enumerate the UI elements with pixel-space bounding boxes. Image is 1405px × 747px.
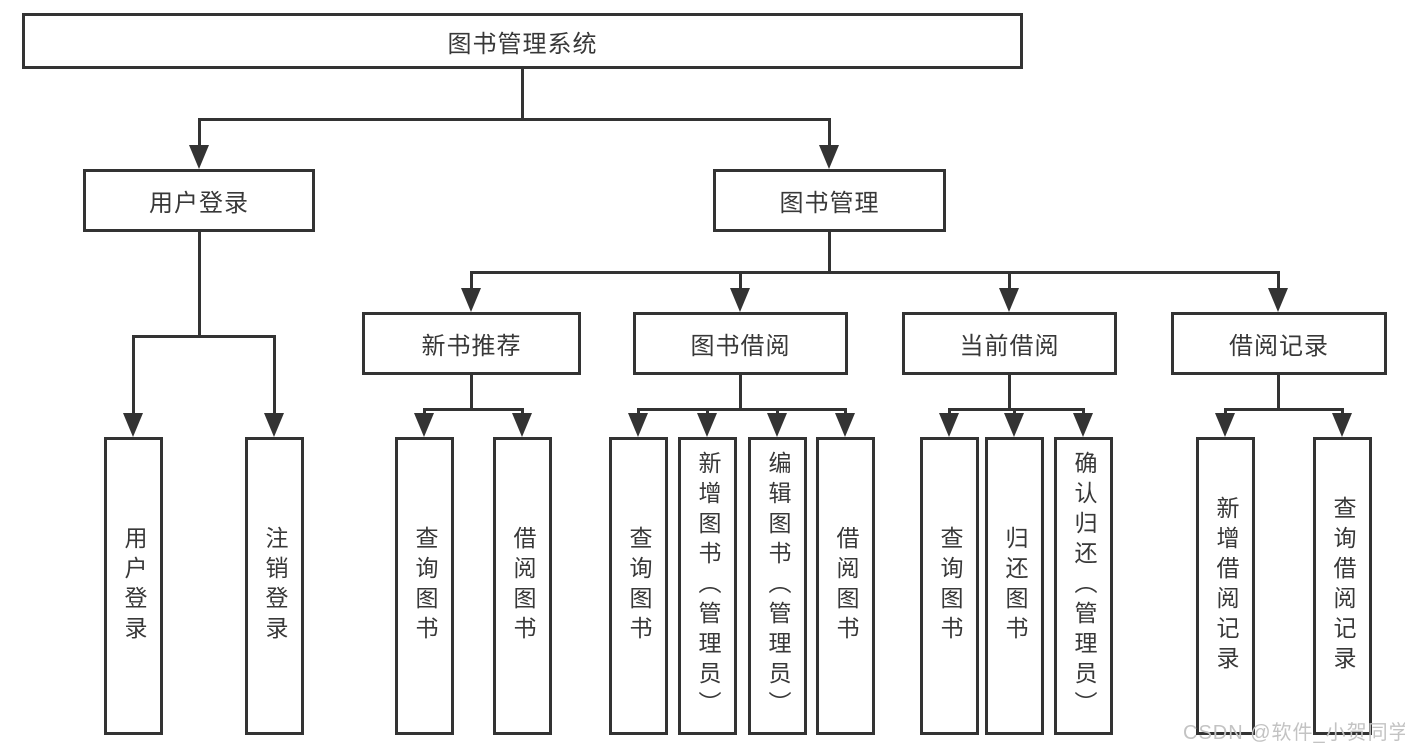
arrowhead-icon — [414, 413, 434, 437]
leaf-user-login: 用户登录 — [104, 437, 163, 735]
arrowhead-icon — [1215, 413, 1235, 437]
edge-drop — [739, 271, 742, 291]
arrowhead-icon — [835, 413, 855, 437]
leaf-return-books: 归还图书 — [985, 437, 1044, 735]
edge-drop — [1277, 271, 1280, 291]
arrowhead-icon — [1268, 288, 1288, 312]
leaf-logout: 注销登录 — [245, 437, 304, 735]
leaf-borrow-books-recommend: 借阅图书 — [493, 437, 552, 735]
node-label: 借阅图书 — [833, 526, 859, 646]
edge-drop — [637, 408, 640, 416]
leaf-confirm-return-admin: 确认归还（管理员） — [1054, 437, 1113, 735]
edge-drop — [844, 408, 847, 416]
arrowhead-icon — [189, 145, 209, 169]
edge-stem — [198, 232, 201, 335]
node-user-login: 用户登录 — [83, 169, 315, 232]
node-label: 查询图书 — [412, 526, 438, 646]
edge-root-bar — [198, 118, 831, 121]
node-label: 当前借阅 — [959, 333, 1060, 360]
leaf-borrow-books: 借阅图书 — [816, 437, 875, 735]
node-label: 借阅图书 — [510, 526, 536, 646]
edge-drop — [1224, 408, 1227, 416]
arrowhead-icon — [730, 288, 750, 312]
edge-stem — [1008, 375, 1011, 408]
edge-drop — [1013, 408, 1016, 416]
node-book-management: 图书管理 — [713, 169, 946, 232]
arrowhead-icon — [1073, 413, 1093, 437]
node-label: 新增图书（管理员） — [695, 451, 721, 721]
node-label: 查询图书 — [626, 526, 652, 646]
node-label: 图书管理 — [779, 190, 880, 217]
arrowhead-icon — [1332, 413, 1352, 437]
edge-bar — [1224, 408, 1344, 411]
node-label: 新增借阅记录 — [1213, 496, 1239, 676]
node-label: 图书管理系统 — [447, 30, 598, 58]
edge-drop — [132, 335, 135, 415]
edge-drop — [423, 408, 426, 416]
node-library-management-system: 图书管理系统 — [22, 13, 1023, 69]
leaf-search-books-current: 查询图书 — [920, 437, 979, 735]
leaf-add-borrow-record: 新增借阅记录 — [1196, 437, 1255, 735]
arrowhead-icon — [939, 413, 959, 437]
node-borrowing-records: 借阅记录 — [1171, 312, 1387, 375]
edge-drop — [1082, 408, 1085, 416]
edge-stem — [470, 375, 473, 408]
node-label: 确认归还（管理员） — [1071, 451, 1097, 721]
edge-bar — [470, 271, 1280, 274]
node-label: 用户登录 — [149, 190, 249, 217]
leaf-search-books-recommend: 查询图书 — [395, 437, 454, 735]
node-current-borrowing: 当前借阅 — [902, 312, 1117, 375]
arrowhead-icon — [999, 288, 1019, 312]
arrowhead-icon — [628, 413, 648, 437]
node-label: 新书推荐 — [421, 333, 522, 360]
edge-root-stem — [521, 69, 524, 119]
node-new-book-recommendation: 新书推荐 — [362, 312, 581, 375]
arrowhead-icon — [123, 413, 143, 437]
leaf-search-books-borrowing: 查询图书 — [609, 437, 668, 735]
node-label: 编辑图书（管理员） — [765, 451, 791, 721]
node-label: 用户登录 — [121, 526, 147, 646]
arrowhead-icon — [264, 413, 284, 437]
edge-drop — [1341, 408, 1344, 416]
edge-drop — [470, 271, 473, 291]
edge-drop — [706, 408, 709, 416]
node-label: 查询图书 — [937, 526, 963, 646]
node-label: 归还图书 — [1002, 526, 1028, 646]
arrowhead-icon — [461, 288, 481, 312]
node-label: 注销登录 — [262, 526, 288, 646]
leaf-add-books-admin: 新增图书（管理员） — [678, 437, 737, 735]
edge-bar — [132, 335, 276, 338]
edge-drop — [521, 408, 524, 416]
arrowhead-icon — [819, 145, 839, 169]
node-book-borrowing: 图书借阅 — [633, 312, 848, 375]
edge-drop — [198, 118, 201, 148]
edge-drop — [1008, 271, 1011, 291]
edge-drop — [828, 118, 831, 148]
leaf-edit-books-admin: 编辑图书（管理员） — [748, 437, 807, 735]
arrowhead-icon — [512, 413, 532, 437]
edge-stem — [1277, 375, 1280, 408]
edge-stem — [739, 375, 742, 408]
node-label: 图书借阅 — [690, 333, 791, 360]
arrowhead-icon — [1004, 413, 1024, 437]
leaf-search-borrow-record: 查询借阅记录 — [1313, 437, 1372, 735]
arrowhead-icon — [697, 413, 717, 437]
csdn-watermark: CSDN @软件_小贺同学 — [1183, 722, 1405, 744]
arrowhead-icon — [767, 413, 787, 437]
edge-bar — [948, 408, 1085, 411]
edge-drop — [273, 335, 276, 415]
edge-drop — [948, 408, 951, 416]
edge-drop — [776, 408, 779, 416]
edge-bar — [423, 408, 524, 411]
node-label: 查询借阅记录 — [1330, 496, 1356, 676]
edge-bar — [637, 408, 847, 411]
edge-stem — [828, 232, 831, 271]
node-label: 借阅记录 — [1229, 333, 1329, 360]
